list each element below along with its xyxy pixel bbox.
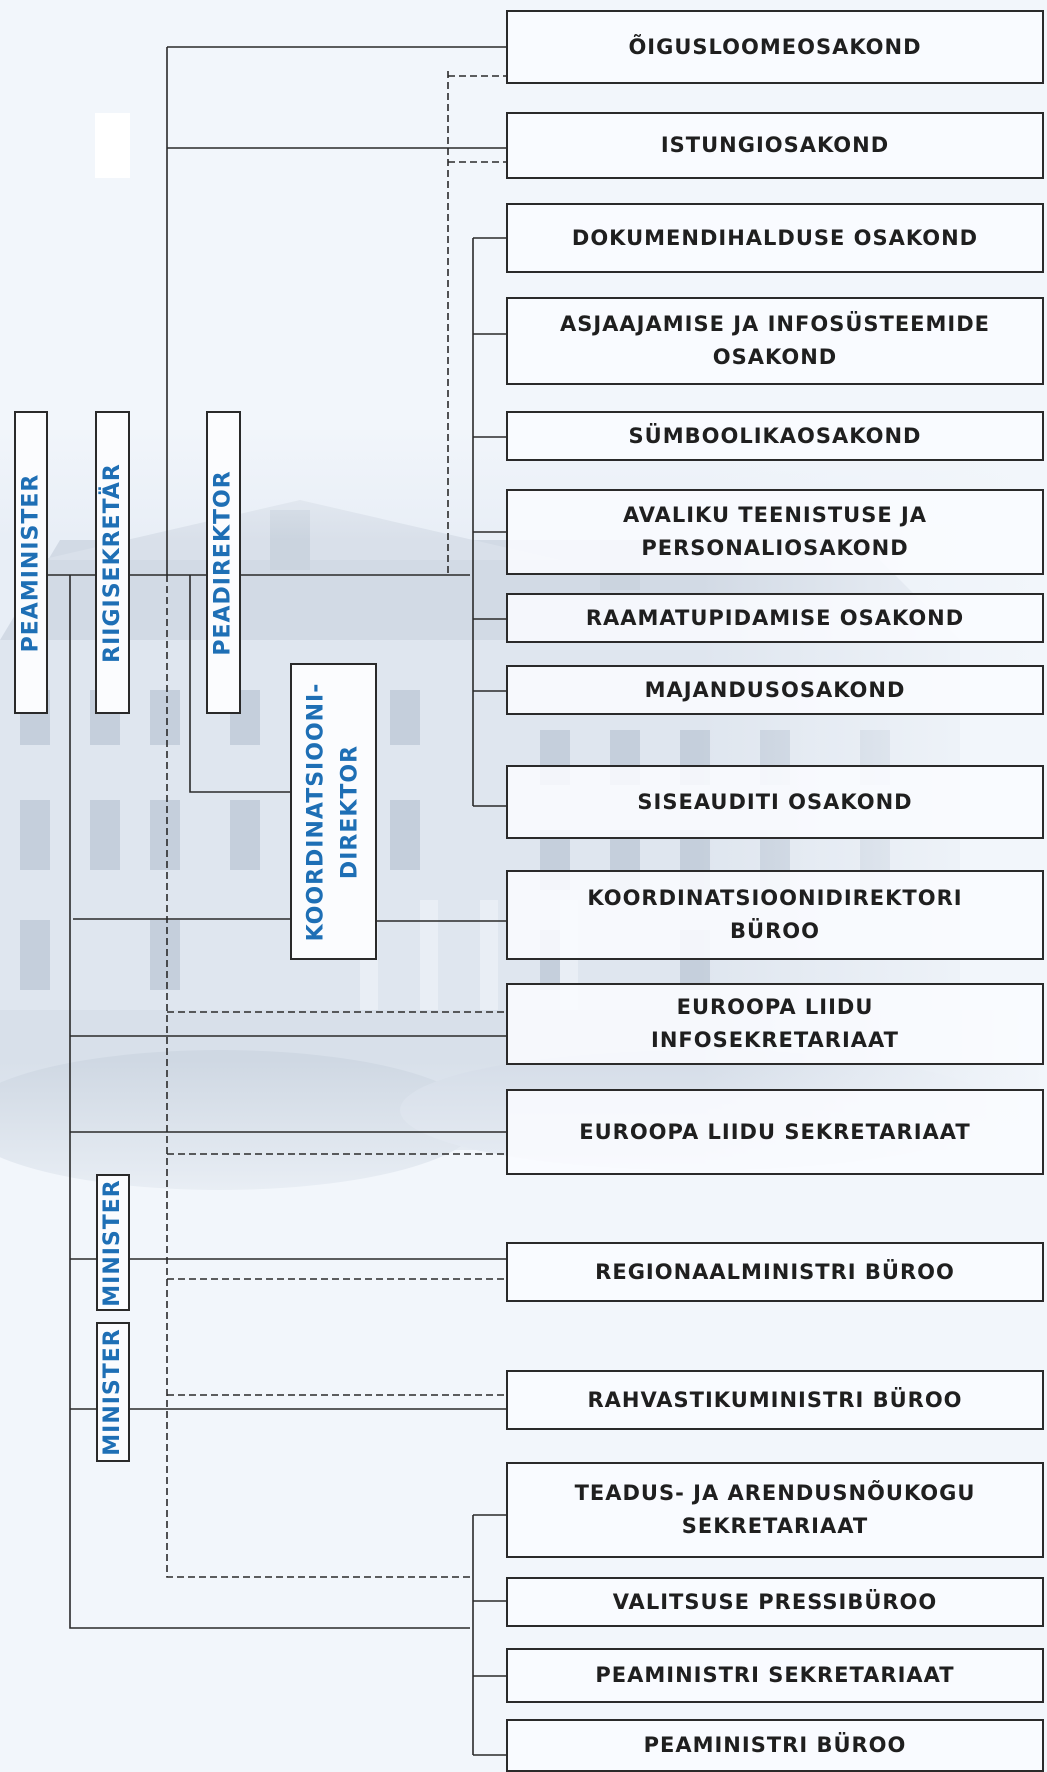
dept-teadus-arendusnoukogu: TEADUS- JA ARENDUSNÕUKOGU SEKRETARIAAT (506, 1462, 1044, 1558)
dept-asjaajamise: ASJAAJAMISE JA INFOSÜSTEEMIDE OSAKOND (506, 297, 1044, 385)
role-minister-population: MINISTER (96, 1322, 130, 1462)
dashed-connectors (166, 71, 506, 1578)
role-minister-population-label: MINISTER (100, 1328, 125, 1456)
role-peaminister: PEAMINISTER (14, 411, 48, 714)
role-peadirektor: PEADIREKTOR (206, 411, 241, 714)
role-minister-regional: MINISTER (96, 1174, 130, 1311)
role-minister-regional-label: MINISTER (100, 1178, 125, 1307)
dept-istungi: ISTUNGIOSAKOND (506, 112, 1044, 179)
role-riigisekretar: RIIGISEKRETÄR (95, 411, 130, 714)
dept-peaministri-buroo: PEAMINISTRI BÜROO (506, 1719, 1044, 1772)
dept-peaministri-sekretariaat: PEAMINISTRI SEKRETARIAAT (506, 1648, 1044, 1703)
dept-pressiburoo: VALITSUSE PRESSIBÜROO (506, 1577, 1044, 1627)
dept-avaliku-teenistuse: AVALIKU TEENISTUSE JA PERSONALIOSAKOND (506, 489, 1044, 575)
role-peaminister-label: PEAMINISTER (18, 473, 43, 652)
role-koordinatsioonidirektor: KOORDINATSIOONI- DIREKTOR (290, 663, 377, 960)
dept-koordinatsioonidirektori-buroo: KOORDINATSIOONIDIREKTORI BÜROO (506, 870, 1044, 960)
dept-el-infosekretariaat: EUROOPA LIIDU INFOSEKRETARIAAT (506, 983, 1044, 1065)
blank-mark (95, 113, 130, 178)
dept-majandus: MAJANDUSOSAKOND (506, 665, 1044, 715)
dept-el-sekretariaat: EUROOPA LIIDU SEKRETARIAAT (506, 1089, 1044, 1175)
dept-regionaalministri-buroo: REGIONAALMINISTRI BÜROO (506, 1242, 1044, 1302)
dept-raamatupidamise: RAAMATUPIDAMISE OSAKOND (506, 593, 1044, 643)
dept-dokumendihalduse: DOKUMENDIHALDUSE OSAKOND (506, 203, 1044, 273)
role-koordinatsioonidirektor-label: KOORDINATSIOONI- DIREKTOR (303, 682, 363, 941)
dept-oigusloome: ÕIGUSLOOMEOSAKOND (506, 10, 1044, 84)
role-riigisekretar-label: RIIGISEKRETÄR (99, 462, 125, 663)
dept-symboolika: SÜMBOOLIKAOSAKOND (506, 411, 1044, 461)
solid-connectors (47, 46, 506, 1756)
role-peadirektor-label: PEADIREKTOR (210, 469, 236, 656)
dept-siseauditi: SISEAUDITI OSAKOND (506, 765, 1044, 839)
dept-rahvastikuministri-buroo: RAHVASTIKUMINISTRI BÜROO (506, 1370, 1044, 1430)
